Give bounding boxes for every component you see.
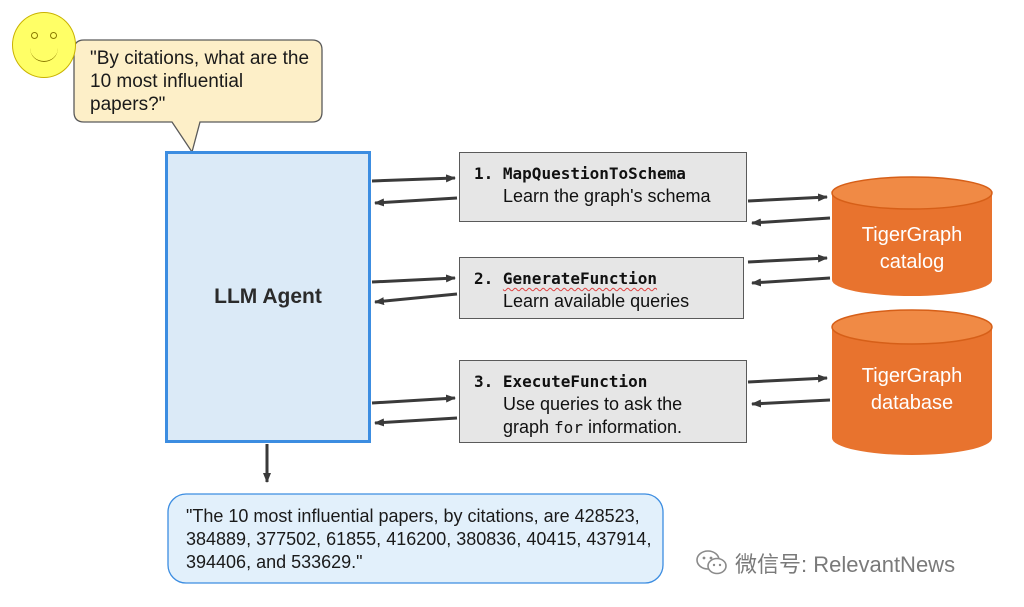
step2-function: GenerateFunction bbox=[502, 269, 658, 288]
arrow-step2-to-agent bbox=[374, 292, 458, 306]
database-label-line2: database bbox=[870, 392, 954, 414]
arrow-agent-to-step2 bbox=[371, 274, 456, 284]
step1-title: 1. MapQuestionToSchema bbox=[474, 163, 736, 185]
step-db-arrows bbox=[747, 193, 831, 408]
step3-desc-graph: graph bbox=[503, 417, 555, 437]
smiley-eye-left bbox=[31, 32, 38, 39]
agent-step-arrows bbox=[371, 174, 458, 427]
watermark-text: 微信号: RelevantNews bbox=[735, 552, 956, 577]
smiley-face-icon bbox=[12, 12, 76, 78]
wechat-icon bbox=[696, 550, 727, 575]
step-generate-function: 2. GenerateFunction Learn available quer… bbox=[459, 257, 744, 319]
step-map-question-to-schema: 1. MapQuestionToSchema Learn the graph's… bbox=[459, 152, 747, 222]
catalog-label-line2: catalog bbox=[879, 251, 945, 273]
step3-desc-for: for bbox=[554, 418, 583, 437]
answer-bubble bbox=[167, 493, 664, 584]
step3-number: 3. bbox=[474, 372, 494, 391]
tigergraph-catalog-cylinder bbox=[831, 176, 993, 296]
step2-description: Learn available queries bbox=[503, 291, 690, 311]
tigergraph-database-label: TigerGraph database bbox=[832, 363, 992, 417]
step2-title: 2. GenerateFunction bbox=[474, 268, 733, 290]
smiley-eye-right bbox=[50, 32, 57, 39]
catalog-label-line1: TigerGraph bbox=[861, 224, 963, 246]
step3-title: 3. ExecuteFunction bbox=[474, 371, 736, 393]
llm-agent-box: LLM Agent bbox=[165, 151, 371, 443]
arrow-catalog-to-step1 bbox=[751, 216, 831, 227]
arrow-agent-to-step1 bbox=[371, 174, 456, 183]
tigergraph-catalog-label: TigerGraph catalog bbox=[832, 222, 992, 276]
arrow-step1-to-agent bbox=[374, 196, 458, 207]
step1-number: 1. bbox=[474, 164, 494, 183]
step1-function: MapQuestionToSchema bbox=[502, 164, 686, 183]
database-label-line1: TigerGraph bbox=[861, 365, 963, 387]
arrow-step3-to-agent bbox=[374, 416, 458, 427]
smiley-mouth bbox=[30, 47, 58, 62]
llm-agent-label: LLM Agent bbox=[214, 285, 322, 308]
step3-description-line1: Use queries to ask the bbox=[503, 394, 683, 414]
step2-number: 2. bbox=[474, 269, 494, 288]
watermark: 微信号: RelevantNews bbox=[695, 548, 995, 578]
tigergraph-database-cylinder bbox=[831, 309, 993, 455]
step3-function: ExecuteFunction bbox=[502, 372, 648, 391]
arrow-step2-to-catalog bbox=[747, 254, 828, 264]
step-execute-function: 3. ExecuteFunction Use queries to ask th… bbox=[459, 360, 747, 443]
arrow-agent-to-step3 bbox=[371, 394, 456, 405]
arrow-step3-to-database bbox=[747, 374, 828, 384]
arrow-catalog-to-step2 bbox=[751, 276, 831, 287]
user-question: "By citations, what are the 10 most infl… bbox=[90, 48, 310, 115]
step3-description-line2: graph for information. bbox=[474, 416, 736, 439]
agent-answer: "The 10 most influential papers, by cita… bbox=[186, 506, 652, 572]
step1-description: Learn the graph's schema bbox=[503, 186, 711, 206]
arrow-database-to-step3 bbox=[751, 398, 831, 408]
arrow-step1-to-catalog bbox=[747, 193, 828, 203]
step3-desc-information: information. bbox=[582, 417, 682, 437]
